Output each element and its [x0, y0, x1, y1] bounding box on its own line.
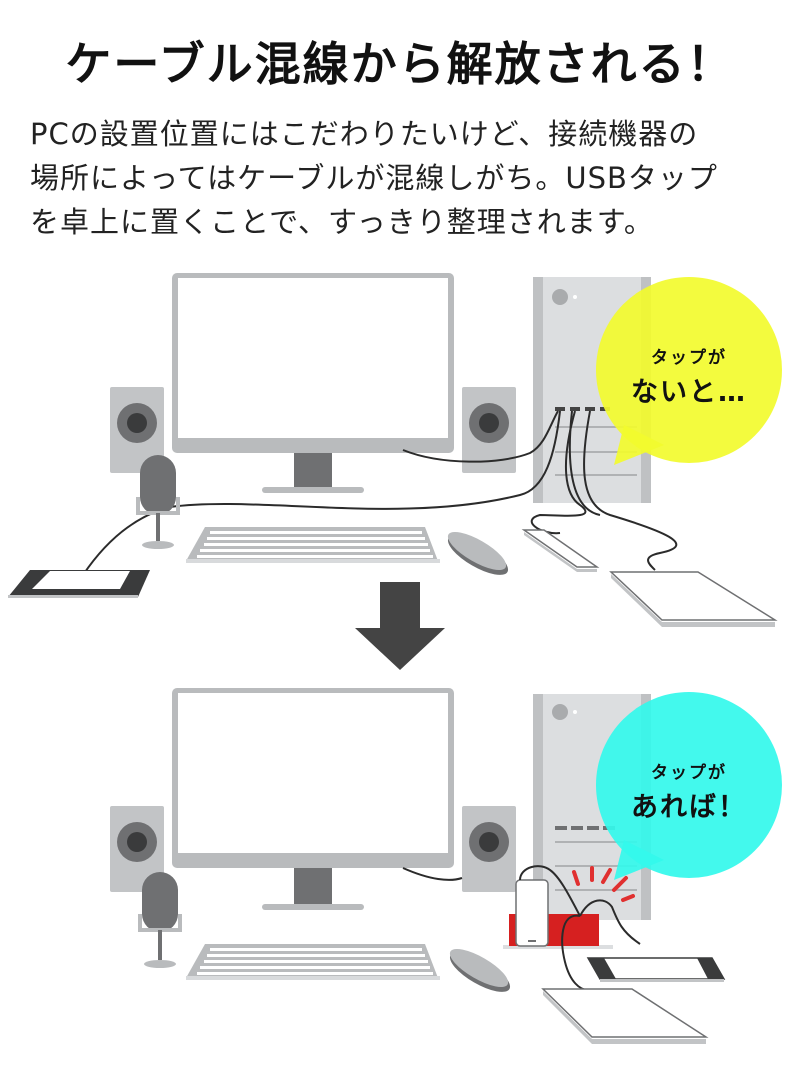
bubble-line-2: ないと… — [631, 377, 747, 408]
down-arrow-icon — [355, 580, 445, 670]
description-line: PCの設置位置にはこだわりたいけど、接続機器の — [30, 117, 699, 151]
bubble-line-2: あれば！ — [631, 792, 747, 823]
mouse-icon — [449, 948, 511, 992]
microphone-icon — [138, 872, 182, 968]
description-line: を卓上に置くことで、すっきり整理されます。 — [30, 205, 654, 239]
bubble-line-1: タップが — [651, 348, 727, 368]
bubble-text-before: タップが ないと… — [594, 343, 784, 409]
speaker-left-icon — [110, 806, 164, 892]
page-title: ケーブル混線から解放される！ — [65, 37, 735, 91]
smartphone-icon-left — [8, 570, 150, 598]
usb-hub-icon — [503, 879, 613, 949]
keyboard-icon — [186, 944, 440, 980]
microphone-icon — [136, 455, 180, 549]
bubble-text-after: タップが あれば！ — [594, 758, 784, 824]
speech-bubble-shape — [596, 277, 782, 465]
speaker-right-icon — [462, 387, 516, 473]
smartphone-icon-right — [521, 529, 600, 572]
speech-bubble-shape — [596, 692, 782, 880]
speaker-left-icon — [110, 387, 164, 473]
scene-before: タップが ないと… — [0, 265, 800, 635]
description: PCの設置位置にはこだわりたいけど、接続機器の 場所によってはケーブルが混線しが… — [30, 112, 780, 244]
speaker-right-icon — [462, 806, 516, 892]
speech-bubble-after: タップが あれば！ — [594, 690, 784, 880]
tangled-cables — [82, 410, 678, 576]
organized-cables — [519, 865, 641, 991]
keyboard-icon — [186, 527, 440, 563]
smartphone-icon — [586, 957, 726, 982]
mouse-icon — [447, 531, 509, 575]
monitor-icon — [172, 273, 454, 493]
description-line: 場所によってはケーブルが混線しがち。USBタップ — [30, 161, 718, 195]
scene-after: タップが あれば！ — [0, 682, 800, 1070]
monitor-icon — [172, 688, 454, 910]
speech-bubble-before: タップが ないと… — [594, 275, 784, 465]
tablet-icon — [541, 988, 709, 1044]
tablet-icon — [609, 571, 778, 627]
desk-illustration-before — [8, 273, 778, 627]
burst-lines — [572, 866, 635, 902]
bubble-line-1: タップが — [651, 763, 727, 783]
